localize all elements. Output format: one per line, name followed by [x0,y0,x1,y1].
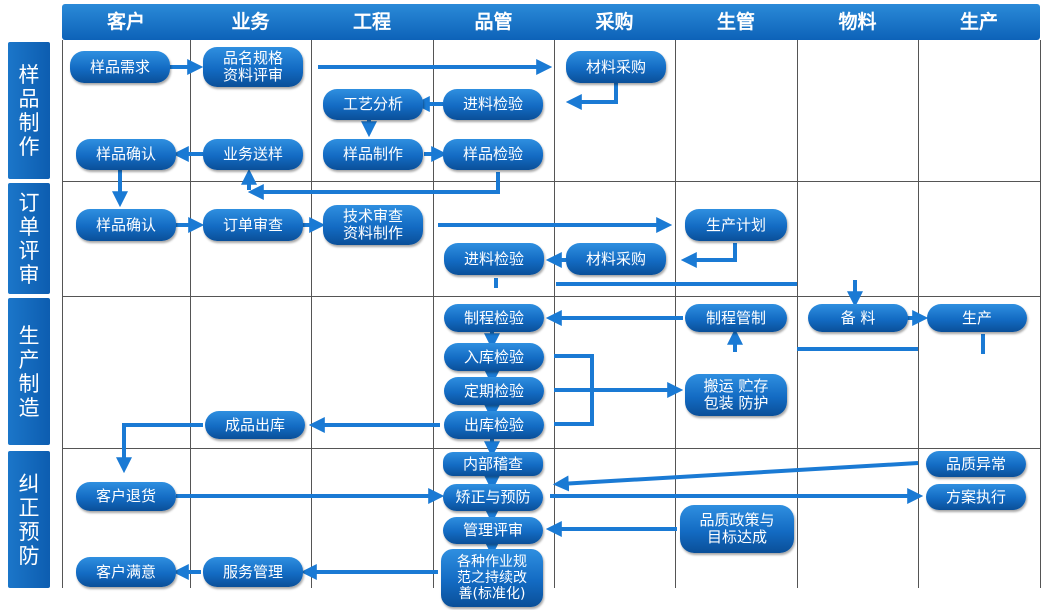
arrow [247,172,500,200]
lane-label-corrective-text: 纠正预防 [18,471,40,568]
column-header-production-control: 生管 [716,11,755,33]
column-header-business: 业务 [231,11,270,33]
node-sample-confirm-2: 样品确认 [76,209,176,241]
column-header-engineering: 工程 [352,11,391,33]
node-customer-return: 客户退货 [76,482,176,511]
node-order-review: 订单审查 [203,209,303,241]
grid-line [1040,40,1041,588]
node-plan-execution: 方案执行 [926,484,1026,510]
node-material-prep: 备 料 [808,304,908,332]
arrow [116,423,203,474]
grid-line [311,40,312,588]
node-quality-policy: 品质政策与 目标达成 [680,505,794,553]
node-warehouse-inspection: 入库检验 [444,343,544,371]
node-management-review: 管理评审 [443,517,543,544]
column-header-purchasing: 采购 [595,11,634,33]
grid-line [797,40,798,588]
lane-label-order-review-text: 订单评审 [18,190,40,287]
grid-line [433,40,434,588]
column-header-quality: 品管 [474,11,513,33]
grid-line [62,296,1040,297]
node-corrective-preventive: 矫正与预防 [443,484,543,511]
node-incoming-inspection-1: 进料检验 [443,89,543,120]
node-process-analysis: 工艺分析 [323,89,423,120]
arrow [552,461,919,492]
node-sample-demand: 样品需求 [70,51,170,83]
grid-line [190,40,191,588]
grid-line [675,40,676,588]
column-header-customer: 客户 [106,11,145,33]
arrow [680,243,737,268]
node-material-purchase-2: 材料采购 [566,243,666,275]
node-business-sample: 业务送样 [203,139,303,170]
node-service-management: 服务管理 [203,557,303,587]
lane-label-manufacturing-text: 生产制造 [18,323,40,420]
lane-label-sample: 样品制作 [8,42,50,179]
lane-label-sample-text: 样品制作 [18,62,40,159]
lane-label-corrective: 纠正预防 [8,451,50,588]
node-sample-inspection: 样品检验 [443,139,543,170]
grid-line [62,181,1040,182]
node-sample-making: 样品制作 [323,139,423,170]
node-handling-storage: 搬运 贮存 包装 防护 [685,374,787,416]
lane-label-manufacturing: 生产制造 [8,298,50,445]
node-sample-confirm-1: 样品确认 [76,139,176,170]
node-customer-satisfaction: 客户满意 [76,557,176,587]
grid-line [62,448,1040,449]
node-quality-abnormal: 品质异常 [926,451,1026,477]
node-process-inspection: 制程检验 [444,304,544,332]
node-continuous-improvement: 各种作业规 范之持续改 善(标准化) [441,549,543,607]
node-production-plan: 生产计划 [685,209,787,241]
node-tech-review: 技术审查 资料制作 [323,205,423,245]
node-incoming-inspection-2: 进料检验 [444,243,544,275]
grid-line [62,40,63,588]
node-internal-audit: 内部稽查 [443,452,543,476]
column-header-production: 生产 [959,11,998,33]
node-periodic-inspection: 定期检验 [444,377,544,405]
node-material-purchase-1: 材料采购 [566,51,666,83]
node-production: 生产 [927,304,1027,332]
node-finished-goods-out: 成品出库 [205,411,305,439]
column-header-materials: 物料 [838,11,877,33]
node-process-control: 制程管制 [685,304,787,332]
column-header-bar: 客户 业务 工程 品管 采购 生管 物料 生产 [62,4,1040,40]
node-spec-review: 品名规格 资料评审 [203,47,303,87]
arrow [565,83,618,110]
node-outgoing-inspection: 出库检验 [444,411,544,439]
lane-label-order-review: 订单评审 [8,183,50,294]
